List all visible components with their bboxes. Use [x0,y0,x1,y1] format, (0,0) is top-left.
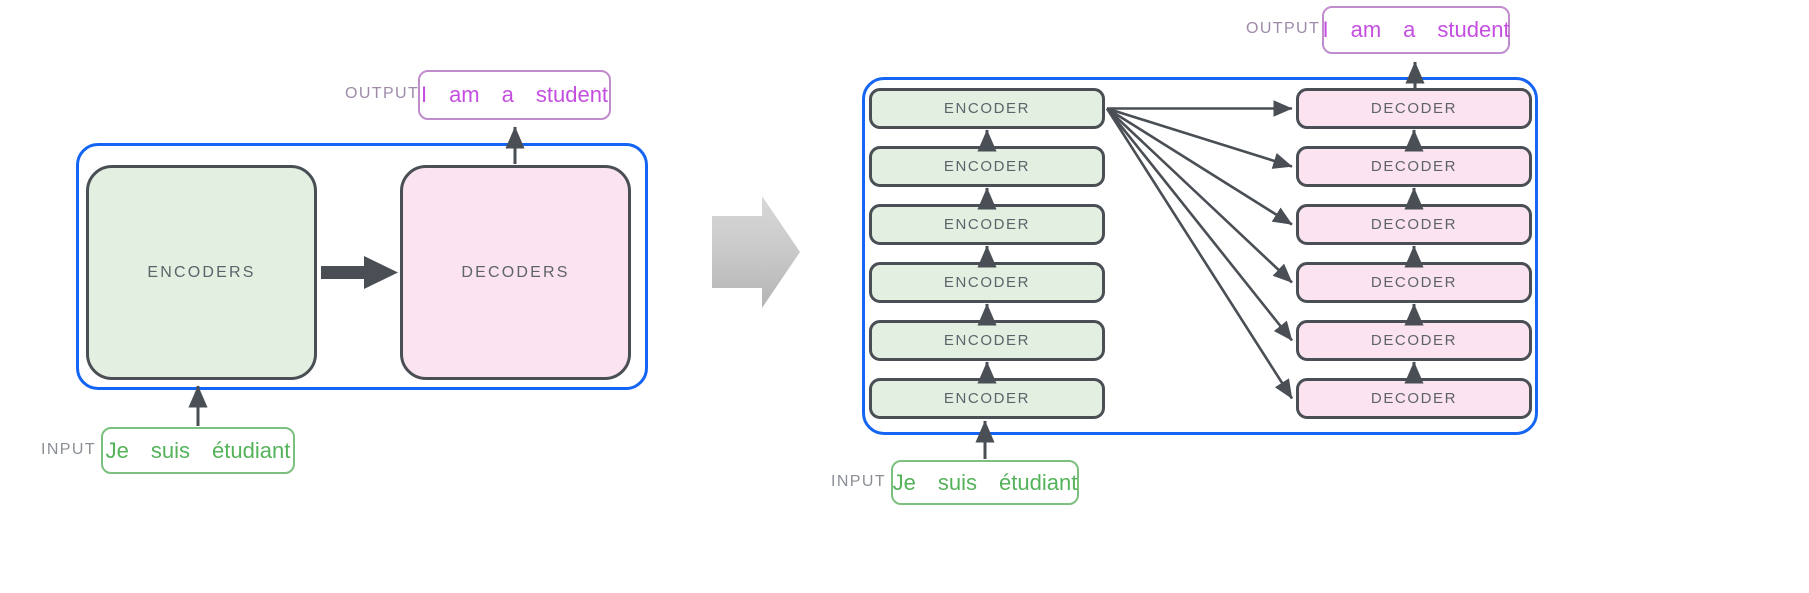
decoders-label: DECODERS [461,263,570,281]
right-input-label: INPUT [831,473,886,490]
encoder-box-0: ENCODER [869,88,1105,129]
encoder-box-label-1: ENCODER [943,158,1031,175]
left-output-token-3: student [535,82,609,107]
right-output-token-0: I [1322,17,1329,42]
decoder-box-5: DECODER [1296,378,1532,419]
left-output-token-2: a [501,82,514,107]
right-input-token-2: étudiant [999,469,1078,495]
decoder-box-1: DECODER [1296,146,1532,187]
decoder-box-label-4: DECODER [1370,332,1458,349]
right-block-arrow-icon [712,196,800,308]
encoder-box-label-2: ENCODER [943,216,1031,233]
right-output-token-1: am [1350,17,1382,42]
right-input-token-1: suis [937,469,978,495]
encoder-box-4: ENCODER [869,320,1105,361]
encoder-box-3: ENCODER [869,262,1105,303]
encoder-box-label-5: ENCODER [943,390,1031,407]
decoder-box-label-0: DECODER [1370,100,1458,117]
decoder-box-label-5: DECODER [1370,390,1458,407]
encoder-box-label-0: ENCODER [943,100,1031,117]
encoders-label: ENCODERS [147,263,256,281]
right-input-token-0: Je [892,469,916,495]
decoder-box-label-3: DECODER [1370,274,1458,291]
encoder-box-1: ENCODER [869,146,1105,187]
right-output-token-2: a [1403,17,1416,42]
encoder-box-2: ENCODER [869,204,1105,245]
left-input-token-0: Je [105,437,129,463]
left-input-label: INPUT [41,441,96,458]
encoders-block: ENCODERS [86,165,317,380]
decoder-box-2: DECODER [1296,204,1532,245]
right-output-label: OUTPUT [1246,20,1321,37]
encoder-box-label-3: ENCODER [943,274,1031,291]
decoder-box-label-2: DECODER [1370,216,1458,233]
left-output-token-0: I [420,82,428,107]
decoder-box-0: DECODER [1296,88,1532,129]
decoder-box-4: DECODER [1296,320,1532,361]
left-output-token-1: am [449,82,480,107]
decoders-block: DECODERS [400,165,631,380]
left-output-label: OUTPUT [345,85,420,102]
decoder-box-label-1: DECODER [1370,158,1458,175]
encoder-box-5: ENCODER [869,378,1105,419]
left-input-token-1: suis [150,437,191,463]
encoder-box-label-4: ENCODER [943,332,1031,349]
decoder-box-3: DECODER [1296,262,1532,303]
right-output-token-3: student [1437,17,1510,42]
left-input-token-2: étudiant [212,437,291,463]
